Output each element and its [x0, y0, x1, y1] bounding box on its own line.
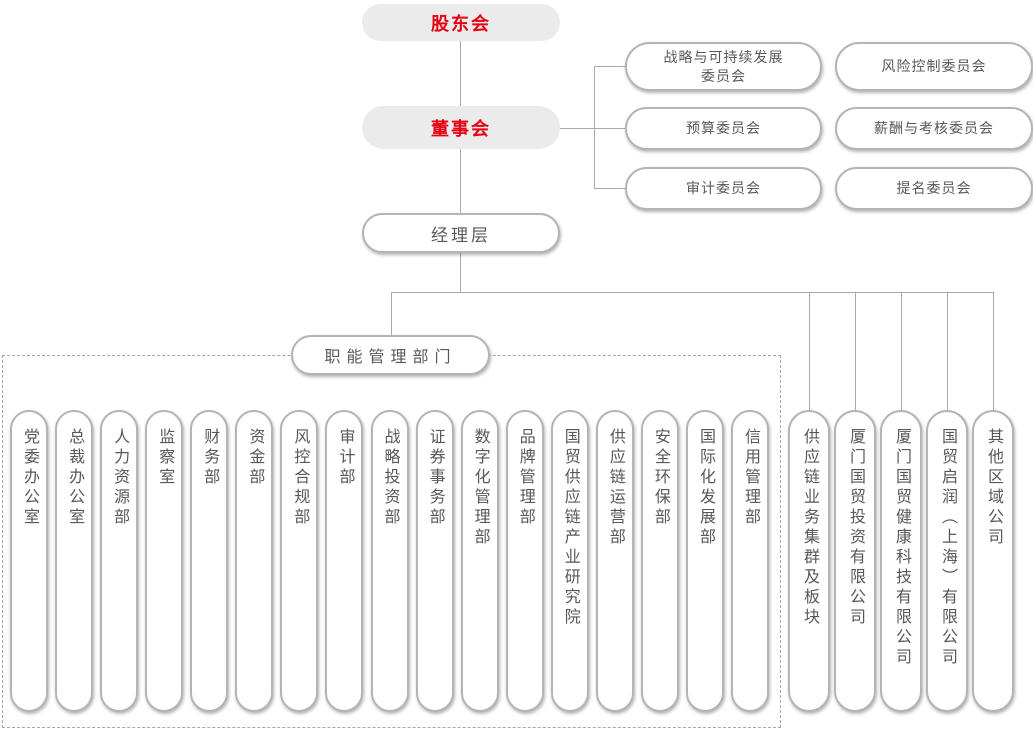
- subsidiary-label: 供应链业务集群及板块: [801, 428, 818, 628]
- connector-stub-committee-row1: [594, 66, 625, 67]
- dept-supply-chain-research-institute: 国贸供应链产业研究院: [550, 410, 589, 712]
- dept-label: 安全环保部: [651, 428, 669, 528]
- connector-stub-committee-row2: [594, 128, 625, 129]
- connector-board-committees: [560, 128, 594, 129]
- subsidiary-other-regional-companies: 其他区域公司: [972, 410, 1014, 712]
- dept-label: 证券事务部: [426, 428, 444, 528]
- dept-label: 人力资源部: [111, 428, 129, 528]
- connector-drop-functional: [391, 292, 392, 335]
- dept-label: 监察室: [156, 428, 174, 488]
- dept-audit: 审计部: [325, 410, 364, 712]
- dept-risk-compliance: 风控合规部: [280, 410, 319, 712]
- dept-label: 品牌管理部: [516, 428, 534, 528]
- connector-management-trunk: [460, 253, 461, 293]
- connector-drop-subsidiary-5: [993, 292, 994, 410]
- dept-president-office: 总裁办公室: [55, 410, 94, 712]
- dept-finance: 财务部: [190, 410, 229, 712]
- committee-label-line: 提名委员会: [896, 180, 972, 197]
- connector-stub-committee-row3: [594, 188, 625, 189]
- dept-treasury: 资金部: [235, 410, 274, 712]
- committee-nomination: 提名委员会: [835, 167, 1033, 210]
- subsidiary-label: 厦门国贸投资有限公司: [847, 428, 864, 628]
- committee-label-line: 薪酬与考核委员会: [874, 120, 994, 137]
- connector-drop-subsidiary-1: [809, 292, 810, 410]
- subsidiary-xiamen-itg-investment: 厦门国贸投资有限公司: [834, 410, 876, 712]
- committee-label-line: 委员会: [701, 67, 746, 84]
- committee-strategy-sustainability: 战略与可持续发展 委员会: [625, 42, 822, 91]
- connector-drop-subsidiary-3: [901, 292, 902, 410]
- connector-committee-spine: [594, 66, 595, 189]
- subsidiary-label: 厦门国贸健康科技有限公司: [893, 428, 910, 668]
- node-board-of-directors: 董事会: [362, 106, 560, 149]
- connector-main-horizontal: [391, 292, 993, 293]
- dept-label: 财务部: [201, 428, 219, 488]
- connector-drop-subsidiary-2: [855, 292, 856, 410]
- dept-digital-management: 数字化管理部: [460, 410, 499, 712]
- dept-credit-management: 信用管理部: [731, 410, 769, 712]
- node-management-label: 经理层: [431, 225, 491, 245]
- connector-board-management: [460, 148, 461, 214]
- dept-label: 信用管理部: [742, 428, 759, 528]
- committee-label-line: 风险控制委员会: [881, 58, 987, 75]
- subsidiary-label: 其他区域公司: [985, 428, 1002, 548]
- departments-row: 党委办公室 总裁办公室 人力资源部 监察室 财务部 资金部 风控合规部 审计部 …: [10, 410, 769, 712]
- dept-supervision-office: 监察室: [145, 410, 184, 712]
- dept-label: 风控合规部: [291, 428, 309, 528]
- dept-international-development: 国际化发展部: [685, 410, 724, 712]
- subsidiary-xiamen-itg-health-tech: 厦门国贸健康科技有限公司: [880, 410, 922, 712]
- dept-securities-affairs: 证券事务部: [415, 410, 454, 712]
- dept-brand-management: 品牌管理部: [505, 410, 544, 712]
- committee-label-line: 战略与可持续发展: [663, 48, 784, 65]
- node-shareholders-label: 股东会: [431, 13, 491, 34]
- dept-label: 审计部: [336, 428, 354, 488]
- dept-label: 供应链运营部: [606, 428, 624, 548]
- dept-label: 党委办公室: [21, 428, 38, 528]
- committee-budget: 预算委员会: [625, 107, 822, 150]
- subsidiary-label: 国贸启润（上海）有限公司: [939, 428, 956, 668]
- dept-safety-environment: 安全环保部: [640, 410, 679, 712]
- committee-compensation-assessment: 薪酬与考核委员会: [835, 107, 1033, 150]
- connector-shareholders-board: [460, 41, 461, 107]
- dept-supply-chain-operations: 供应链运营部: [595, 410, 634, 712]
- committee-label-line: 预算委员会: [686, 120, 761, 137]
- dept-label: 国贸供应链产业研究院: [561, 428, 579, 628]
- committee-label-line: 审计委员会: [686, 180, 761, 197]
- dept-label: 国际化发展部: [696, 428, 714, 548]
- subsidiary-supply-chain-business-clusters: 供应链业务集群及板块: [788, 410, 830, 712]
- node-board-label: 董事会: [431, 118, 491, 139]
- node-management-layer: 经理层: [362, 213, 560, 253]
- dept-human-resources: 人力资源部: [100, 410, 139, 712]
- node-functional-departments: 职能管理部门: [291, 335, 490, 375]
- committee-risk-control: 风险控制委员会: [835, 42, 1033, 91]
- dept-strategic-investment: 战略投资部: [370, 410, 409, 712]
- node-functional-label: 职能管理部门: [324, 349, 457, 366]
- subsidiary-itg-qirun-shanghai: 国贸启润（上海）有限公司: [926, 410, 968, 712]
- dept-label: 数字化管理部: [471, 428, 489, 548]
- node-shareholders-meeting: 股东会: [362, 4, 560, 41]
- dept-label: 总裁办公室: [66, 428, 84, 528]
- subsidiaries-row: 供应链业务集群及板块 厦门国贸投资有限公司 厦门国贸健康科技有限公司 国贸启润（…: [788, 410, 1014, 712]
- dept-party-committee-office: 党委办公室: [10, 410, 48, 712]
- connector-drop-subsidiary-4: [947, 292, 948, 410]
- committee-audit: 审计委员会: [625, 167, 822, 210]
- dept-label: 资金部: [246, 428, 264, 488]
- dept-label: 战略投资部: [381, 428, 399, 528]
